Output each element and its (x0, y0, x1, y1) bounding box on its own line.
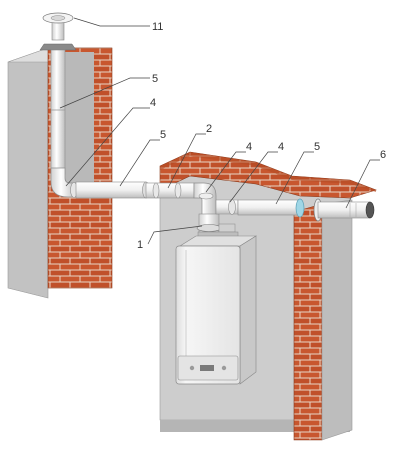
boiler-knob-right (221, 365, 227, 371)
right-pier-face (293, 203, 323, 441)
pipe-connector (145, 182, 195, 199)
back-wall-brick-top (159, 151, 377, 199)
leader-2 (167, 133, 206, 189)
callout-1: 1 (137, 239, 143, 251)
leader-1 (147, 225, 203, 245)
vertical-pipe-body (50, 49, 66, 175)
connector-ring-b (174, 182, 182, 199)
roof-terminal-cap-ring (50, 15, 66, 21)
callout-5-left: 5 (160, 129, 166, 141)
callout-11: 11 (152, 21, 163, 33)
right-brick-pier (293, 199, 353, 441)
leader-lines (59, 17, 380, 245)
boiler-front (175, 245, 241, 385)
callout-4-right: 4 (278, 141, 284, 153)
pipe-left-body (75, 181, 147, 199)
back-wall-top-ridge (160, 152, 376, 192)
pipe-right-seal (295, 198, 305, 218)
horizontal-pipe-left (75, 181, 150, 199)
callout-6: 6 (380, 149, 386, 161)
boiler-side (239, 235, 257, 385)
horizontal-pipe-right (237, 198, 305, 218)
leader-5c (275, 151, 314, 205)
boiler (175, 231, 258, 385)
elbow-right (215, 199, 239, 215)
terminal-end (365, 201, 375, 219)
leader-11 (73, 17, 150, 27)
roof-terminal-stem (51, 21, 65, 41)
elbow-center (193, 182, 217, 217)
left-wall-side (7, 47, 49, 299)
callout-labels: 11 5 4 5 2 4 4 5 6 1 (137, 21, 386, 251)
leader-5a (59, 77, 150, 109)
pipe-right-body (237, 199, 299, 216)
right-pier-side (321, 199, 353, 441)
elbow-center-top-ring (198, 192, 214, 200)
leader-5b (119, 139, 160, 187)
adapter-fitting (218, 223, 236, 233)
leader-6 (345, 159, 380, 209)
wall-terminal (313, 198, 375, 222)
elbow-right-ring (228, 199, 236, 215)
callout-5-right: 5 (314, 141, 320, 153)
callout-4-left: 4 (150, 97, 156, 109)
callout-4-center: 4 (246, 141, 252, 153)
boiler-display (200, 365, 214, 371)
roof-terminal-flashing (39, 43, 77, 51)
terminal-body (317, 201, 371, 219)
vertical-flue-pipe (50, 49, 66, 175)
leader-4c (229, 151, 278, 203)
connector-ring-a (152, 182, 160, 199)
adapter-ring (196, 224, 222, 232)
boiler-knob-left (189, 365, 195, 371)
boiler-adapter (196, 213, 236, 233)
leader-4a (65, 107, 150, 187)
callout-5-vertical: 5 (152, 73, 158, 85)
roof-terminal (39, 12, 77, 51)
callout-2: 2 (206, 123, 212, 135)
leader-4b (205, 151, 246, 193)
